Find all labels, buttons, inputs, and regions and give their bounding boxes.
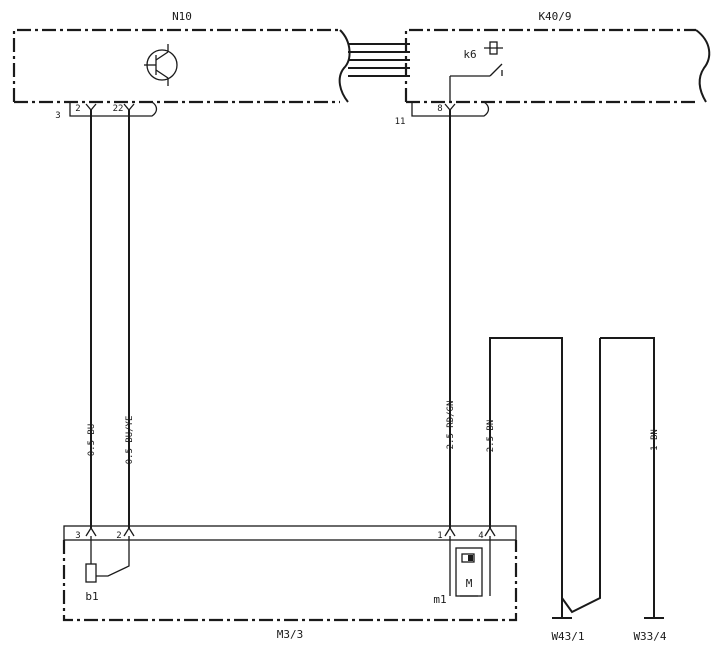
wire-w43-link [561,338,601,614]
motor-m1-icon [449,536,491,597]
sensor-b1-icon [85,536,130,583]
n10-pin-a-label: 2 [75,104,80,114]
wire-bn [489,337,563,598]
motor-symbol-label: M [466,577,473,590]
m3-pin-3-label: 3 [75,531,80,541]
wire-rdgn-label: 2.5 RD/GN [446,401,456,450]
k40-9-label: K40/9 [538,10,571,23]
ground-w33-4: W33/4 [633,617,667,643]
ground-w33-4-label: W33/4 [633,630,666,643]
n10-connector-label: 3 [55,111,60,121]
wire-bundle [348,43,410,77]
n10-connector: 3 2 22 [55,101,158,121]
sensor-b1-label: b1 [85,590,98,603]
wire-bn-ground-label: 1 BN [650,429,660,451]
k40-connector-label: 11 [395,117,406,127]
n10-pin-b-label: 22 [113,104,124,114]
transistor-icon [144,44,178,86]
m3-pin-4-label: 4 [478,531,483,541]
wire-bn-label: 2.5 BN [486,420,496,453]
m3-3-module: M3/3 3 2 1 4 b1 M m1 [62,525,518,641]
wires [90,110,655,618]
m3-3-label: M3/3 [277,628,304,641]
k40-connector: 11 8 [395,101,490,127]
ground-w43-1-label: W43/1 [551,630,584,643]
wire-bu-label: 0.5 BU [87,424,97,457]
m3-pin-2-label: 2 [116,531,121,541]
ground-w43-1: W43/1 [551,598,585,643]
n10-label: N10 [172,10,192,23]
relay-contact-icon [449,41,503,102]
motor-m1-label: m1 [433,593,446,606]
relay-k6-label: k6 [463,48,476,61]
k40-pin-label: 8 [437,104,442,114]
wire-buye-label: 0.5 BU/YE [125,416,135,465]
n10-module: N10 [12,10,351,104]
m3-pin-1-label: 1 [437,531,442,541]
k40-9-module: K40/9 k6 [404,10,711,104]
wire-bn-ground [600,337,655,618]
